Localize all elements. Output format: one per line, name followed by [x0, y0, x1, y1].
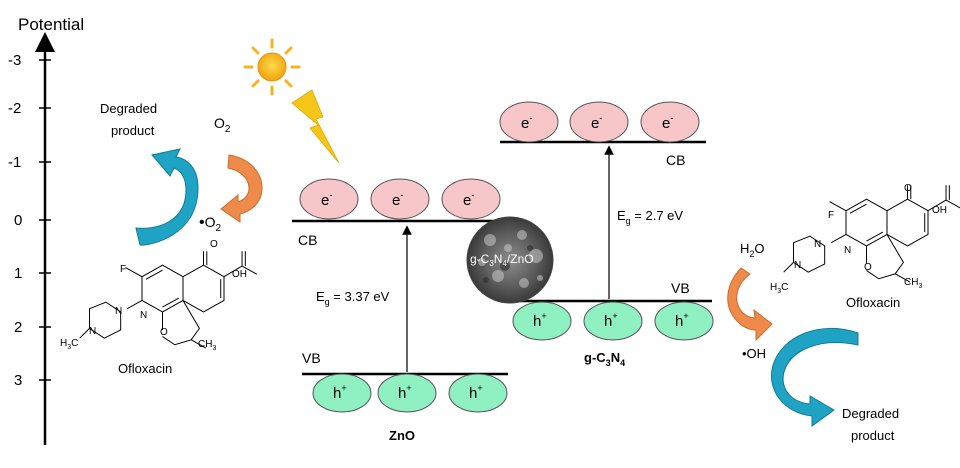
- ofloxacin-molecule-left: [79, 251, 258, 349]
- oxygen-label: O2: [214, 115, 231, 135]
- potential-axis: Potential -3 -2 -1 0 1 2 3: [8, 15, 84, 445]
- left-degraded-label-line1: Degraded: [100, 101, 157, 116]
- hole: h+: [654, 301, 714, 341]
- tick-label: 0: [14, 212, 22, 229]
- svg-text:e-: e-: [463, 190, 474, 209]
- svg-text:H3C: H3C: [60, 338, 78, 351]
- zno-name: ZnO: [389, 428, 415, 443]
- right-blue-curved-arrow: [771, 328, 859, 427]
- svg-text:h+: h+: [469, 383, 483, 402]
- zno-vb-label: VB: [302, 350, 321, 366]
- ofloxacin-molecule-right: [783, 185, 960, 283]
- svg-text:CH3: CH3: [904, 277, 922, 290]
- ofloxacin-atom-labels-left: F O OH N N N O H3C CH3: [60, 239, 247, 352]
- ofloxacin-label-left: Ofloxacin: [118, 361, 172, 376]
- lightning-icon: [291, 89, 340, 164]
- svg-text:O2: O2: [214, 115, 231, 135]
- hole: h+: [512, 301, 572, 341]
- zno-cb-label: CB: [298, 232, 317, 248]
- gcn-bandgap-label: Eg = 2.7 eV: [617, 208, 683, 226]
- tick-label: 2: [14, 319, 22, 336]
- composite-sem-image: g-C3N4/ZnO: [466, 216, 554, 304]
- tick-label: -3: [8, 52, 21, 69]
- superoxide-label: •O2: [199, 214, 222, 234]
- svg-text:•O2: •O2: [199, 214, 222, 234]
- hole: h+: [448, 373, 508, 413]
- svg-text:F: F: [120, 264, 126, 275]
- tick-label: -2: [8, 100, 21, 117]
- svg-text:O: O: [160, 327, 168, 338]
- svg-text:O: O: [864, 262, 872, 273]
- electron: e-: [441, 178, 501, 220]
- gcn-cb-label: CB: [666, 152, 685, 168]
- composite-label: g-C3N4/ZnO: [470, 252, 534, 268]
- svg-text:e-: e-: [591, 113, 602, 132]
- tick-label: 3: [14, 372, 22, 389]
- hole: h+: [312, 373, 372, 413]
- svg-text:N: N: [844, 245, 851, 256]
- svg-text:h+: h+: [333, 383, 347, 402]
- svg-text:N: N: [814, 239, 821, 250]
- axis-title: Potential: [18, 15, 84, 34]
- axis-ticks: [39, 59, 51, 381]
- hole: h+: [583, 301, 643, 341]
- sun-icon: [243, 38, 301, 96]
- left-blue-curved-arrow: [135, 148, 199, 246]
- svg-text:e-: e-: [392, 190, 403, 209]
- hydroxyl-label: •OH: [742, 346, 766, 361]
- svg-text:h+: h+: [398, 383, 412, 402]
- left-degraded-label-line2: product: [111, 123, 155, 138]
- right-orange-curved-arrow: [727, 267, 773, 342]
- gcn-vb-label: VB: [671, 280, 690, 296]
- svg-text:h+: h+: [604, 311, 618, 330]
- ofloxacin-atom-labels-right: F O OH N N N O H3C CH3: [770, 183, 947, 295]
- zno-band-diagram: e- e- e- h+ h+ h+ CB VB Eg = 3.37 eV ZnO: [292, 178, 508, 443]
- svg-text:N: N: [89, 326, 96, 337]
- svg-text:F: F: [828, 210, 834, 221]
- svg-text:O: O: [210, 239, 218, 250]
- tick-label: 1: [14, 265, 22, 282]
- svg-text:e-: e-: [662, 113, 673, 132]
- svg-text:O: O: [904, 183, 912, 194]
- svg-text:OH: OH: [932, 205, 947, 216]
- svg-text:h+: h+: [533, 311, 547, 330]
- electron: e-: [370, 178, 430, 220]
- tick-label: -1: [8, 154, 21, 171]
- water-label: H2O: [740, 241, 765, 259]
- svg-text:H3C: H3C: [770, 282, 788, 295]
- ofloxacin-label-right: Ofloxacin: [846, 295, 900, 310]
- svg-text:OH: OH: [232, 269, 247, 280]
- svg-text:h+: h+: [675, 311, 689, 330]
- svg-text:N: N: [140, 310, 147, 321]
- svg-text:e-: e-: [521, 113, 532, 132]
- electron: e-: [499, 101, 559, 143]
- zno-bandgap-label: Eg = 3.37 eV: [316, 289, 390, 307]
- right-degraded-label-line1: Degraded: [842, 406, 899, 421]
- svg-text:N: N: [115, 306, 122, 317]
- electron: e-: [640, 101, 700, 143]
- svg-text:CH3: CH3: [198, 339, 216, 352]
- electron: e-: [299, 178, 359, 220]
- electron: e-: [569, 101, 629, 143]
- right-degraded-label-line2: product: [851, 428, 895, 443]
- svg-text:e-: e-: [321, 190, 332, 209]
- hole: h+: [377, 373, 437, 413]
- svg-text:N: N: [794, 260, 801, 271]
- left-orange-curved-arrow: [220, 154, 263, 223]
- gcn-band-diagram: e- e- e- h+ h+ h+ CB VB Eg = 2.7 eV g-C3…: [499, 101, 714, 368]
- gcn-name: g-C3N4: [584, 350, 625, 368]
